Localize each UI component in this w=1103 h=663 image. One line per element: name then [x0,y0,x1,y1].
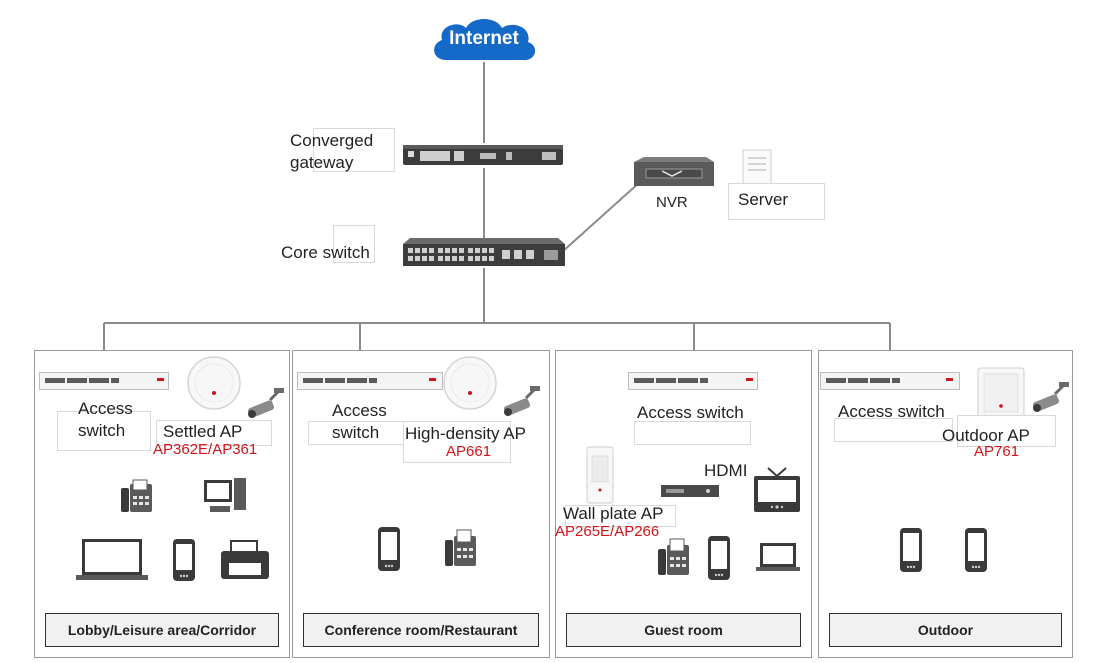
zone-panel-lobby: Lobby/Leisure area/Corridor [34,350,290,658]
ap-label-box [565,505,676,527]
zone-footer-label: Outdoor [829,613,1062,647]
ap-models: AP265E/AP266 [555,523,660,540]
internet-label: Internet [449,28,519,49]
laptop-icon [756,543,800,571]
ap-label: Wall plate AP [563,504,664,523]
switch-label-line1: Access [332,401,387,420]
server-icon [742,149,772,187]
ip-phone-icon [658,538,689,575]
converged-gateway-icon [403,145,563,165]
ap-label-box [156,420,272,446]
zone-footer-label: Conference room/Restaurant [303,613,539,647]
gateway-label-line1: Converged [290,131,374,150]
ip-phone-icon [121,479,152,512]
ap-label-box [957,415,1056,447]
gateway-label-line2: gateway [290,153,354,172]
wall-plate-ap-icon [586,446,614,504]
server-label: Server [738,190,789,209]
zone-footer-label: Lobby/Leisure area/Corridor [45,613,279,647]
mobile-phone-icon [173,539,195,581]
ap-models: AP761 [974,443,1020,460]
mobile-phone-icon [378,527,400,571]
core-switch-icon [403,238,565,266]
ap-models: AP362E/AP361 [153,441,258,458]
mobile-phone-icon [965,528,987,572]
core-switch-label: Core switch [281,243,370,262]
settled-ap-icon [187,356,241,410]
printer-icon [221,540,269,579]
switch-label-box [834,418,953,442]
access-switch-icon [628,372,758,390]
set-top-box-icon [661,485,719,497]
server-label-box [728,183,825,220]
ap-models: AP661 [446,443,492,460]
link-core-nvr [561,181,641,253]
hdmi-label: HDMI [704,461,748,480]
access-switch-icon [820,372,960,390]
ap-label: High-density AP [405,424,526,443]
switch-label: Access switch [637,403,744,422]
tv-icon [754,467,800,512]
ap-label-box [403,421,511,463]
internet-cloud-icon [434,19,536,61]
camera-icon [503,386,540,416]
outdoor-ap-icon [977,367,1025,419]
switch-label-box [57,411,151,451]
zone-footer-label: Guest room [566,613,801,647]
ap-label: Settled AP [163,422,243,441]
switch-label-line2: switch [332,423,380,442]
access-switch-icon [39,372,169,390]
gateway-label-box [313,128,395,172]
camera-icon [247,388,284,418]
high-density-ap-icon [443,356,497,410]
core-label-box [333,225,375,263]
zone-panel-outdoor: Outdoor [818,350,1073,658]
mobile-phone-icon [900,528,922,572]
nvr-label: NVR [656,194,688,211]
camera-icon [1032,382,1069,412]
desktop-pc-icon [204,478,246,512]
switch-label: Access switch [838,402,945,421]
laptop-icon [76,539,148,580]
switch-label-box [634,421,751,445]
switch-label-line1: Access [78,399,133,418]
ip-phone-icon [445,529,476,566]
switch-label-line2: switch [78,421,126,440]
ap-label: Outdoor AP [942,426,1030,445]
mobile-phone-icon [708,536,730,580]
nvr-icon [634,157,714,186]
zone-panel-conference: Conference room/Restaurant [292,350,550,658]
switch-label-box [308,421,405,445]
access-switch-icon [297,372,443,390]
